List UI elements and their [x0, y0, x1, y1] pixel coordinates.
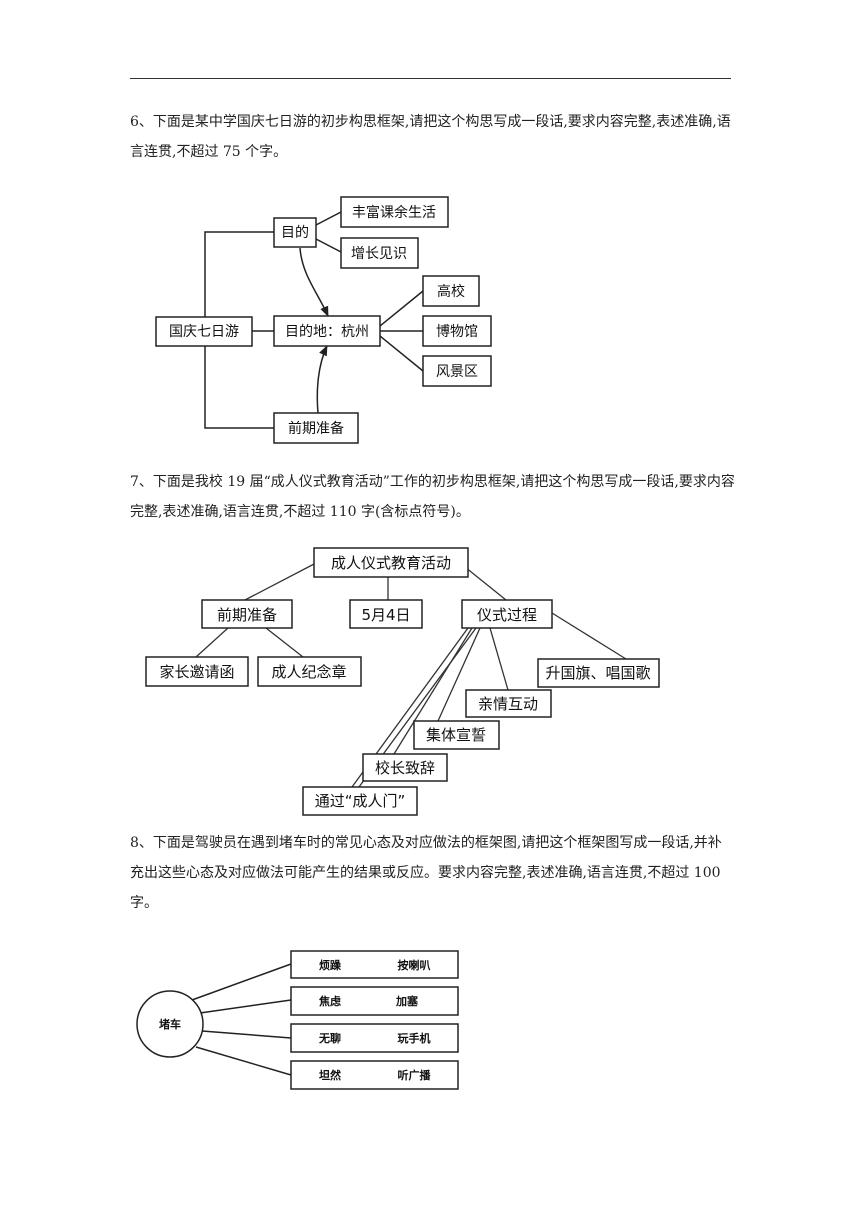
q8-mood-label: 坦然 — [319, 1068, 341, 1082]
q7-prep-item-label: 成人纪念章 — [271, 663, 346, 681]
q6-link-purpose-item1 — [315, 211, 342, 226]
q6-link-root-prep — [204, 342, 274, 429]
q7-process-item-box — [465, 689, 552, 718]
q6-link-purpose-item2 — [315, 238, 342, 253]
q6-purpose-label: 目的 — [281, 225, 309, 241]
q8-mood-label: 无聊 — [318, 1031, 341, 1045]
q7-process-item-label: 通过“成人门” — [315, 792, 406, 810]
q6-destination-item-label: 高校 — [437, 283, 465, 300]
q7-prep-item-label: 家长邀请函 — [159, 663, 234, 681]
q8-row-box — [290, 986, 459, 1016]
question-8-text: 8、下面是驾驶员在遇到堵车时的常见心态及对应做法的框架图,请把这个框架图写成一段… — [130, 835, 722, 911]
q6-purpose-item-box — [340, 196, 449, 228]
q6-purpose-item-label: 丰富课余生活 — [352, 204, 436, 221]
q8-link-row3 — [201, 1030, 292, 1039]
q6-link-root-purpose — [204, 231, 274, 320]
question-6-text: 6、下面是某中学国庆七日游的初步构思框架,请把这个构思写成一段话,要求内容完整,… — [130, 114, 731, 160]
q6-purpose-item-box — [340, 237, 419, 269]
q7-link-prep-item2 — [265, 627, 304, 658]
q6-destination-item-box — [422, 355, 492, 387]
q7-link-process-flag — [551, 612, 627, 660]
q8-row-box — [290, 950, 459, 979]
q6-root-box — [155, 316, 253, 347]
q6-destination-item-box — [422, 315, 492, 347]
q8-action-label: 按喇叭 — [398, 958, 431, 972]
q7-prep-item-box — [257, 656, 362, 687]
q7-process-item-box — [302, 786, 418, 816]
q6-purpose-item-label: 增长见识 — [351, 246, 407, 262]
q7-prep-label: 前期准备 — [217, 606, 277, 624]
q7-link-process-family — [489, 627, 509, 691]
q7-link-root-prep — [244, 562, 317, 601]
q8-link-row4 — [195, 1046, 292, 1076]
q7-prep-item-box — [145, 656, 249, 687]
q6-destination-label: 目的地：杭州 — [285, 324, 369, 340]
q6-purpose-box — [273, 217, 317, 248]
q8-diagram: 堵车 烦躁 按喇叭 焦虑 加塞 无聊 玩手机 坦然 听广播 — [136, 950, 459, 1090]
q7-process-item-label: 升国旗、唱国歌 — [545, 664, 650, 682]
q6-root-label: 国庆七日游 — [169, 324, 239, 340]
q7-date-label: 5月4日 — [361, 606, 410, 624]
q7-root-box — [313, 547, 469, 578]
q8-row-box — [290, 1060, 459, 1090]
q7-link-prep-item1 — [195, 627, 229, 658]
q7-date-box — [349, 599, 423, 629]
question-7-text: 7、下面是我校 19 届“成人仪式教育活动”工作的初步构思框架,请把这个构思写成… — [130, 474, 735, 520]
q7-link-process-oath — [437, 627, 481, 722]
q8-mood-label: 烦躁 — [319, 959, 342, 972]
q7-root-label: 成人仪式教育活动 — [331, 554, 451, 572]
top-rule — [130, 78, 731, 79]
q8-link-row1 — [191, 963, 292, 1001]
q7-process-item-box — [413, 720, 500, 750]
q8-action-label: 听广播 — [398, 1068, 432, 1082]
q6-destination-box — [273, 315, 381, 347]
q6-destination-item-box — [422, 275, 480, 307]
q6-destination-item-label: 博物馆 — [436, 323, 478, 340]
q6-diagram: 国庆七日游 目的 丰富课余生活 增长见识 目的地：杭州 高校 博物馆 风景区 前… — [155, 196, 492, 444]
q7-process-item-label: 亲情互动 — [478, 695, 538, 713]
q7-process-label: 仪式过程 — [477, 606, 537, 624]
q7-diagram: 成人仪式教育活动 前期准备 5月4日 仪式过程 家长邀请函 成人纪念章 升国旗、… — [145, 547, 660, 816]
q7-process-item-label: 校长致辞 — [375, 759, 435, 777]
q7-process-item-box — [362, 753, 448, 782]
q6-prep-box — [273, 412, 359, 444]
q7-process-item-label: 集体宣誓 — [426, 726, 486, 744]
q7-link-process-speech — [393, 627, 473, 755]
q6-link-dest-item1 — [379, 290, 424, 327]
q6-arrow-prep-destination — [316, 345, 328, 414]
q6-link-dest-item3 — [379, 335, 424, 372]
q6-destination-item-label: 风景区 — [436, 364, 478, 380]
q7-process-box — [461, 599, 553, 629]
q7-prep-box — [201, 599, 293, 629]
q8-center-label: 堵车 — [159, 1017, 181, 1031]
q6-prep-label: 前期准备 — [288, 420, 344, 437]
q8-row-box — [290, 1023, 459, 1053]
q8-center-circle — [136, 990, 204, 1058]
q8-mood-label: 焦虑 — [318, 994, 341, 1008]
q7-process-item-box — [537, 658, 660, 688]
q6-arrow-purpose-destination — [299, 247, 329, 317]
q8-action-label: 加塞 — [395, 994, 419, 1008]
q8-link-row2 — [199, 999, 292, 1014]
q8-action-label: 玩手机 — [398, 1031, 431, 1045]
